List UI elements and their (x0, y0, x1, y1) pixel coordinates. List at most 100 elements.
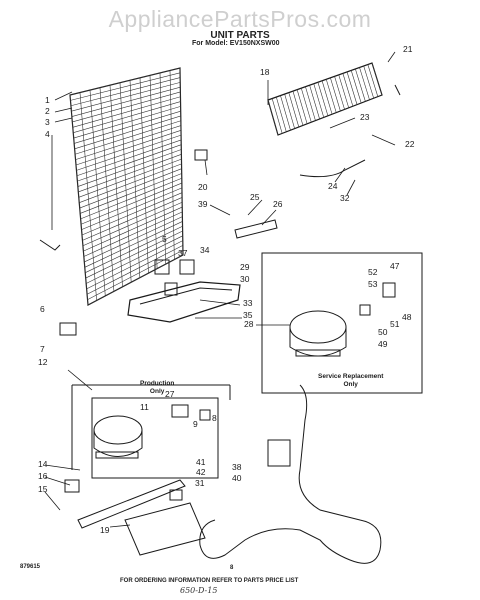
coil-hatch-line (79, 163, 182, 203)
coil-hatch-line (69, 67, 181, 96)
production-compressor (93, 415, 143, 459)
callout-39: 39 (198, 199, 208, 209)
coil-hatch-line (271, 98, 283, 134)
coil-hatch-line (149, 75, 158, 269)
callout-2: 2 (45, 106, 50, 116)
callout-20: 20 (198, 182, 208, 192)
page-number: 8 (230, 565, 234, 571)
callout-49: 49 (378, 339, 388, 349)
coil-hatch-line (69, 94, 89, 306)
callout-29: 29 (240, 262, 250, 272)
callout-37: 37 (178, 248, 188, 258)
coil-hatch-line (82, 197, 183, 241)
coil-hatch-line (87, 249, 184, 300)
callout-26: 26 (273, 199, 283, 209)
coil-hatch-line (76, 139, 182, 177)
callout-23: 23 (360, 112, 370, 122)
service-compressor (289, 310, 347, 357)
callout-9: 9 (193, 419, 198, 429)
coil-hatch-line (72, 91, 181, 123)
discharge-tube (199, 384, 382, 564)
coil-hatch-line (81, 187, 183, 230)
diagram-title: UNIT PARTS (210, 30, 270, 41)
coil-hatch-line (367, 64, 379, 97)
coil-hatch-line (87, 254, 184, 306)
coil-hatch-line (82, 201, 183, 247)
coil-hatch-line (79, 92, 97, 301)
coil-hatch-line (78, 154, 182, 193)
coil-hatch-line (321, 80, 333, 115)
callout-24: 24 (328, 181, 338, 191)
coil-hatch-line (79, 168, 182, 209)
coil-hatch-line (85, 225, 183, 273)
coil-hatch-line (75, 125, 182, 160)
coil-hatch-line (86, 235, 183, 284)
callout-8: 8 (212, 413, 217, 423)
callout-32: 32 (340, 193, 350, 203)
coil-hatch-line (72, 96, 181, 128)
coil-hatch-line (139, 77, 149, 274)
production-box (91, 397, 219, 479)
callout-38: 38 (232, 462, 242, 472)
coil-hatch-line (325, 79, 337, 113)
coil-hatch-line (73, 101, 181, 133)
coil-hatch-line (86, 245, 183, 295)
coil-hatch-line (296, 89, 308, 124)
coil-hatch-line (86, 240, 183, 290)
coil-hatch-line (83, 206, 183, 252)
callout-33: 33 (243, 298, 253, 308)
condenser-coil (69, 67, 184, 306)
coil-hatch-line (80, 173, 182, 214)
coil-hatch-line (330, 77, 341, 112)
coil-hatch-line (280, 95, 291, 131)
callout-48: 48 (402, 312, 412, 322)
coil-hatch-line (267, 99, 279, 136)
coil-hatch-line (70, 72, 181, 101)
callout-21-top: 21 (403, 44, 413, 54)
service-replacement-note: Service Replacement Only (318, 373, 384, 388)
callout-14: 14 (38, 459, 48, 469)
callout-30: 30 (240, 274, 250, 284)
coil-hatch-line (169, 70, 175, 260)
callout-35: 35 (243, 310, 253, 320)
coil-hatch-line (359, 67, 370, 100)
callout-41: 41 (196, 457, 206, 467)
callout-28: 28 (244, 319, 254, 329)
coil-hatch-line (159, 72, 167, 265)
coil-hatch-line (355, 68, 366, 102)
coil-hatch-line (80, 178, 182, 220)
coil-hatch-line (99, 87, 115, 292)
coil-hatch-line (78, 158, 182, 198)
callout-31: 31 (195, 478, 205, 488)
callout-52: 52 (368, 267, 378, 277)
coil-hatch-line (89, 90, 106, 296)
coil-hatch-line (284, 93, 295, 129)
callout-34: 34 (200, 245, 210, 255)
callout-51: 51 (390, 319, 400, 329)
coil-hatch-line (75, 130, 182, 166)
callout-22: 22 (405, 139, 415, 149)
coil-hatch-line (300, 88, 312, 123)
handwritten-note: 650-D-15 (180, 586, 218, 595)
production-only-note: Production Only (140, 380, 175, 395)
coil-hatch-line (288, 92, 300, 128)
coil-hatch-line (85, 230, 183, 279)
callout-4: 4 (45, 129, 50, 139)
callout-1: 1 (45, 95, 50, 105)
callout-3: 3 (45, 117, 50, 127)
coil-hatch-line (81, 192, 183, 236)
callout-6: 6 (40, 304, 45, 314)
coil-hatch-line (109, 85, 123, 287)
callout-25: 25 (250, 192, 260, 202)
callout-16: 16 (38, 471, 48, 481)
callout-12: 12 (38, 357, 48, 367)
coil-hatch-line (292, 91, 304, 126)
coil-hatch-line (70, 77, 181, 107)
callout-18: 18 (260, 67, 270, 77)
ordering-info: FOR ORDERING INFORMATION REFER TO PARTS … (120, 578, 299, 584)
callout-15: 15 (38, 484, 48, 494)
coil-hatch-line (74, 110, 181, 144)
coil-hatch-line (73, 106, 181, 139)
